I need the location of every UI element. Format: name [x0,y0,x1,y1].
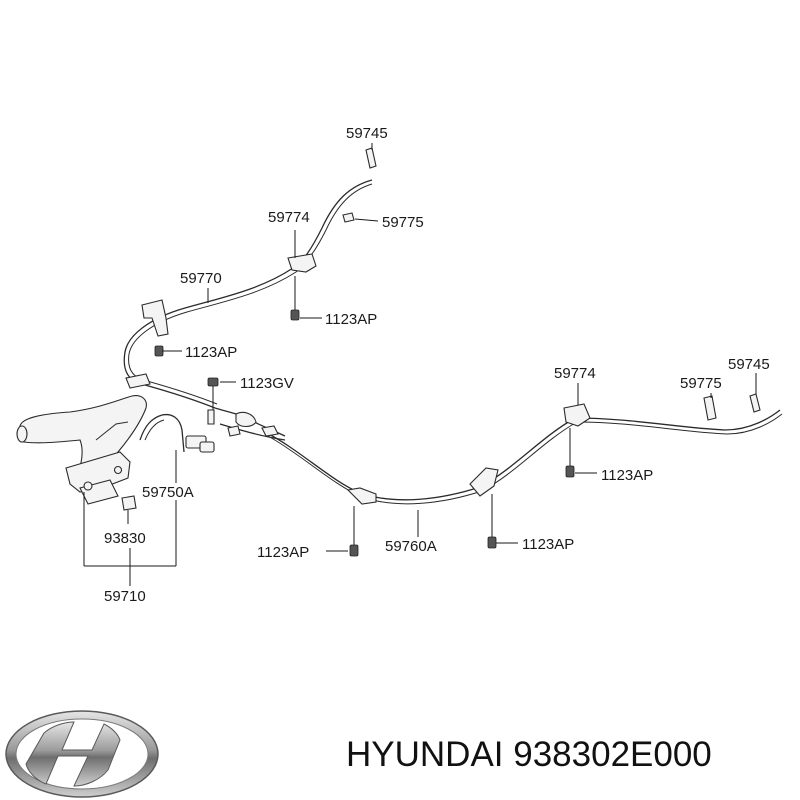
label-59750a: 59750A [142,484,194,501]
label-59774-right: 59774 [554,365,596,382]
brand-part-number: HYUNDAI 938302E000 [346,735,712,774]
clip-59775-right [703,395,717,421]
cable-59760a [264,409,783,505]
bracket-under-lever [125,373,151,389]
equalizer-59750a [185,409,279,453]
label-59745-right: 59745 [728,356,770,373]
bolt-1123ap-right [565,428,575,478]
label-1123ap-right: 1123AP [601,467,653,484]
label-1123gv: 1123GV [240,375,294,392]
bracket-59770 [141,299,169,337]
label-1123ap-left: 1123AP [185,344,237,361]
leader-lines [83,143,757,586]
clip-59775-top [342,212,355,223]
cable-59770 [123,179,373,409]
bracket-59774-right [563,403,591,427]
clip-59745-top [365,147,377,169]
label-1123ap-center: 1123AP [257,544,309,561]
clip-59745-right [749,393,761,413]
bolt-1123gv [207,377,219,410]
label-59710: 59710 [104,588,146,605]
label-59775-right: 59775 [680,375,722,392]
bolt-1123ap-left [154,345,164,357]
label-59775-top: 59775 [382,214,424,231]
label-1123ap-right2: 1123AP [522,536,574,553]
label-59770: 59770 [180,270,222,287]
brake-lever-assembly [16,395,147,505]
label-59745-top: 59745 [346,125,388,142]
bolt-1123ap-right2 [487,494,497,549]
bracket-93830 [121,495,137,524]
label-59774-top: 59774 [268,209,310,226]
label-59760a: 59760A [385,538,437,555]
bolt-1123ap-center [349,506,359,557]
bracket-right [469,467,499,497]
bracket-center [346,487,377,505]
hyundai-logo-icon [5,710,159,798]
label-93830: 93830 [104,530,146,547]
bracket-59774-top [287,253,317,273]
label-1123ap-top: 1123AP [325,311,377,328]
bolt-1123ap-top [290,276,300,321]
